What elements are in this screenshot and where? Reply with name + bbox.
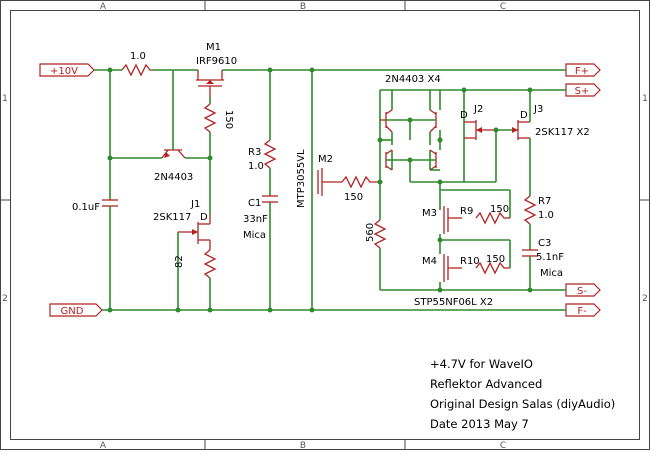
- column-label-b-bottom: B: [300, 441, 306, 450]
- transistor-2n4403: 2N4403: [110, 70, 210, 183]
- port-gnd-label: GND: [61, 306, 84, 317]
- c1-name: C1: [248, 198, 261, 209]
- title-line-2: Reflektor Advanced: [430, 377, 542, 391]
- r560-value: 560: [365, 223, 376, 242]
- r150-value: 150: [223, 110, 234, 129]
- c1-value: 33nF: [243, 214, 268, 225]
- row-label-1: 1: [2, 94, 8, 104]
- title-block: +4.7V for WaveIO Reflektor Advanced Orig…: [430, 357, 615, 431]
- m2-name: M2: [318, 154, 333, 165]
- c-in-value: 0.1uF: [72, 202, 100, 213]
- port-s-plus-label: S+: [575, 86, 590, 97]
- r3-name: R3: [248, 147, 261, 158]
- column-label-a-bottom: A: [100, 441, 107, 450]
- resistor-r10: R10 150: [460, 254, 510, 275]
- c3-type: Mica: [540, 268, 563, 279]
- j2-name: J2: [473, 104, 483, 115]
- j3-type: 2SK117 X2: [535, 127, 590, 138]
- m3-name: M3: [422, 208, 437, 219]
- port-vin: +10V: [39, 63, 95, 77]
- mosfet-m3: M3: [422, 182, 511, 243]
- column-label-c-bottom: C: [500, 441, 506, 450]
- column-label-b: B: [300, 2, 306, 12]
- resistor-r150-m2: 150: [341, 175, 383, 203]
- r-in-value: 1.0: [130, 51, 146, 62]
- resistor-r82: 82: [174, 249, 217, 313]
- m4-name: M4: [422, 256, 437, 267]
- r9-name: R9: [460, 206, 473, 217]
- title-line-4: Date 2013 May 7: [430, 417, 529, 431]
- c3-name: C3: [538, 238, 551, 249]
- column-label-a: A: [100, 2, 107, 12]
- mosfet-pair-label: STP55NF06L X2: [414, 297, 493, 308]
- title-line-1: +4.7V for WaveIO: [430, 357, 533, 371]
- resistor-r150-m1: 150: [203, 103, 234, 133]
- m2-type: MTP3055VL: [296, 149, 307, 208]
- port-s-minus: S-: [565, 283, 601, 297]
- jfet-j1: J1 2SK117 D: [153, 199, 211, 313]
- j2-drain-label: D: [460, 110, 468, 121]
- mosfet-m1: M1 IRF9610: [196, 42, 237, 97]
- port-gnd: GND: [49, 303, 103, 317]
- mosfet-m2: M2 MTP3055VL: [296, 67, 342, 313]
- r10-name: R10: [460, 256, 480, 267]
- r10-value: 150: [486, 254, 505, 265]
- jfet-j3: J3 2SK117 X2 D: [496, 87, 590, 196]
- resistor-r3: R3 1.0: [248, 67, 277, 196]
- transistor-array-2n4403: 2N4403 X4: [377, 74, 443, 183]
- capacitor-c1: C1 33nF Mica: [243, 195, 278, 313]
- port-f-minus-label: F-: [577, 306, 587, 317]
- quad-label: 2N4403 X4: [385, 74, 441, 85]
- r-m2-value: 150: [344, 192, 363, 203]
- capacitor-c3: C3 5.1nF Mica: [522, 238, 564, 293]
- row-label-1-right: 1: [642, 94, 648, 104]
- port-vin-label: +10V: [50, 66, 78, 77]
- resistor-r7: R7 1.0: [523, 195, 554, 250]
- j3-name: J3: [533, 104, 543, 115]
- port-f-minus: F-: [565, 303, 601, 317]
- r3-value: 1.0: [248, 161, 264, 172]
- mosfet-m4: M4: [422, 239, 511, 293]
- port-s-minus-label: S-: [577, 286, 587, 297]
- m1-name: M1: [206, 42, 221, 53]
- q-type: 2N4403: [154, 172, 193, 183]
- resistor-r560: 560: [365, 90, 387, 290]
- j1-type: 2SK117: [153, 212, 191, 223]
- jfet-j2: J2 D: [460, 87, 499, 182]
- port-s-plus: S+: [565, 83, 601, 97]
- r82-value: 82: [174, 255, 185, 268]
- row-label-2-right: 2: [642, 294, 648, 304]
- j1-drain-label: D: [200, 212, 208, 223]
- row-label-2: 2: [2, 294, 8, 304]
- j3-drain-label: D: [520, 110, 528, 121]
- r7-name: R7: [538, 196, 551, 207]
- c1-type: Mica: [243, 230, 266, 241]
- m1-type: IRF9610: [196, 56, 237, 67]
- port-f-plus-label: F+: [575, 66, 589, 77]
- resistor-r-in: 1.0: [121, 51, 152, 77]
- column-label-c: C: [500, 2, 506, 12]
- r9-value: 150: [490, 204, 509, 215]
- port-f-plus: F+: [565, 63, 601, 77]
- j1-name: J1: [190, 199, 200, 210]
- c3-value: 5.1nF: [536, 252, 564, 263]
- resistor-r9: R9 150: [460, 204, 510, 225]
- title-line-3: Original Design Salas (diyAudio): [430, 397, 615, 411]
- capacitor-c-in: 0.1uF: [72, 67, 118, 313]
- r7-value: 1.0: [538, 210, 554, 221]
